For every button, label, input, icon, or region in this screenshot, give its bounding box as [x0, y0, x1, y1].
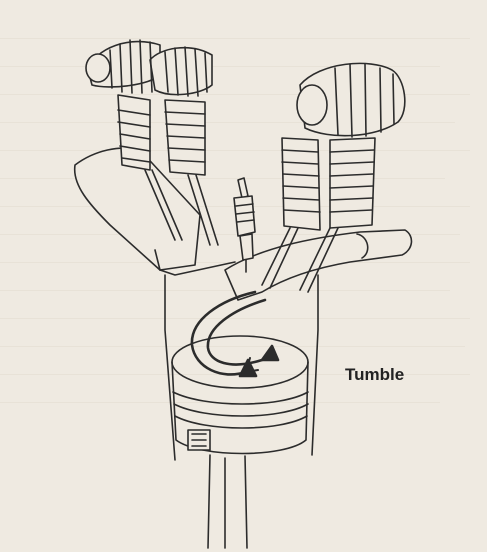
spark-plug-icon [234, 178, 255, 272]
tumble-arrow-icon [192, 292, 278, 376]
connecting-rod [208, 455, 247, 548]
piston-icon [172, 336, 308, 454]
tumble-label: Tumble [345, 365, 404, 385]
cylinder-head [75, 148, 235, 275]
